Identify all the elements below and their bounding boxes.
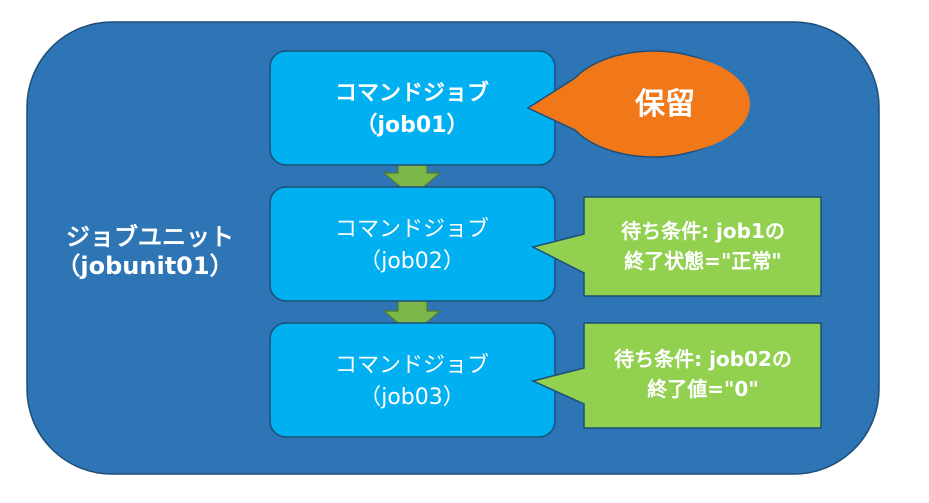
jobunit-label: ジョブユニット: [66, 223, 234, 251]
hold-label: 保留: [635, 87, 695, 122]
job-box-job01[interactable]: コマンドジョブ （job01）: [269, 50, 556, 166]
hold-callout: 保留: [526, 50, 750, 158]
job-id-label: （job03）: [359, 385, 465, 410]
wait-condition-callout-job02: 待ち条件: job1の 終了状態="正常": [530, 196, 822, 297]
wait-condition-line1: 待ち条件: job02の: [614, 347, 792, 371]
wait-condition-line2: 終了値="0": [647, 377, 759, 401]
wait-condition-line1: 待ち条件: job1の: [621, 219, 785, 243]
job-box-job03[interactable]: コマンドジョブ （job03）: [269, 322, 556, 438]
job-box-job02[interactable]: コマンドジョブ （job02）: [269, 186, 556, 302]
wait-condition-line2: 終了状態="正常": [624, 249, 782, 273]
job-type-label: コマンドジョブ: [335, 353, 489, 378]
wait-condition-callout-job03: 待ち条件: job02の 終了値="0": [530, 322, 822, 429]
job-id-label: （job01）: [355, 113, 468, 138]
job-type-label: コマンドジョブ: [335, 217, 489, 242]
job-id-label: （job02）: [359, 249, 465, 274]
job-type-label: コマンドジョブ: [335, 80, 489, 106]
jobunit-id-label: （jobunit01）: [56, 252, 233, 280]
